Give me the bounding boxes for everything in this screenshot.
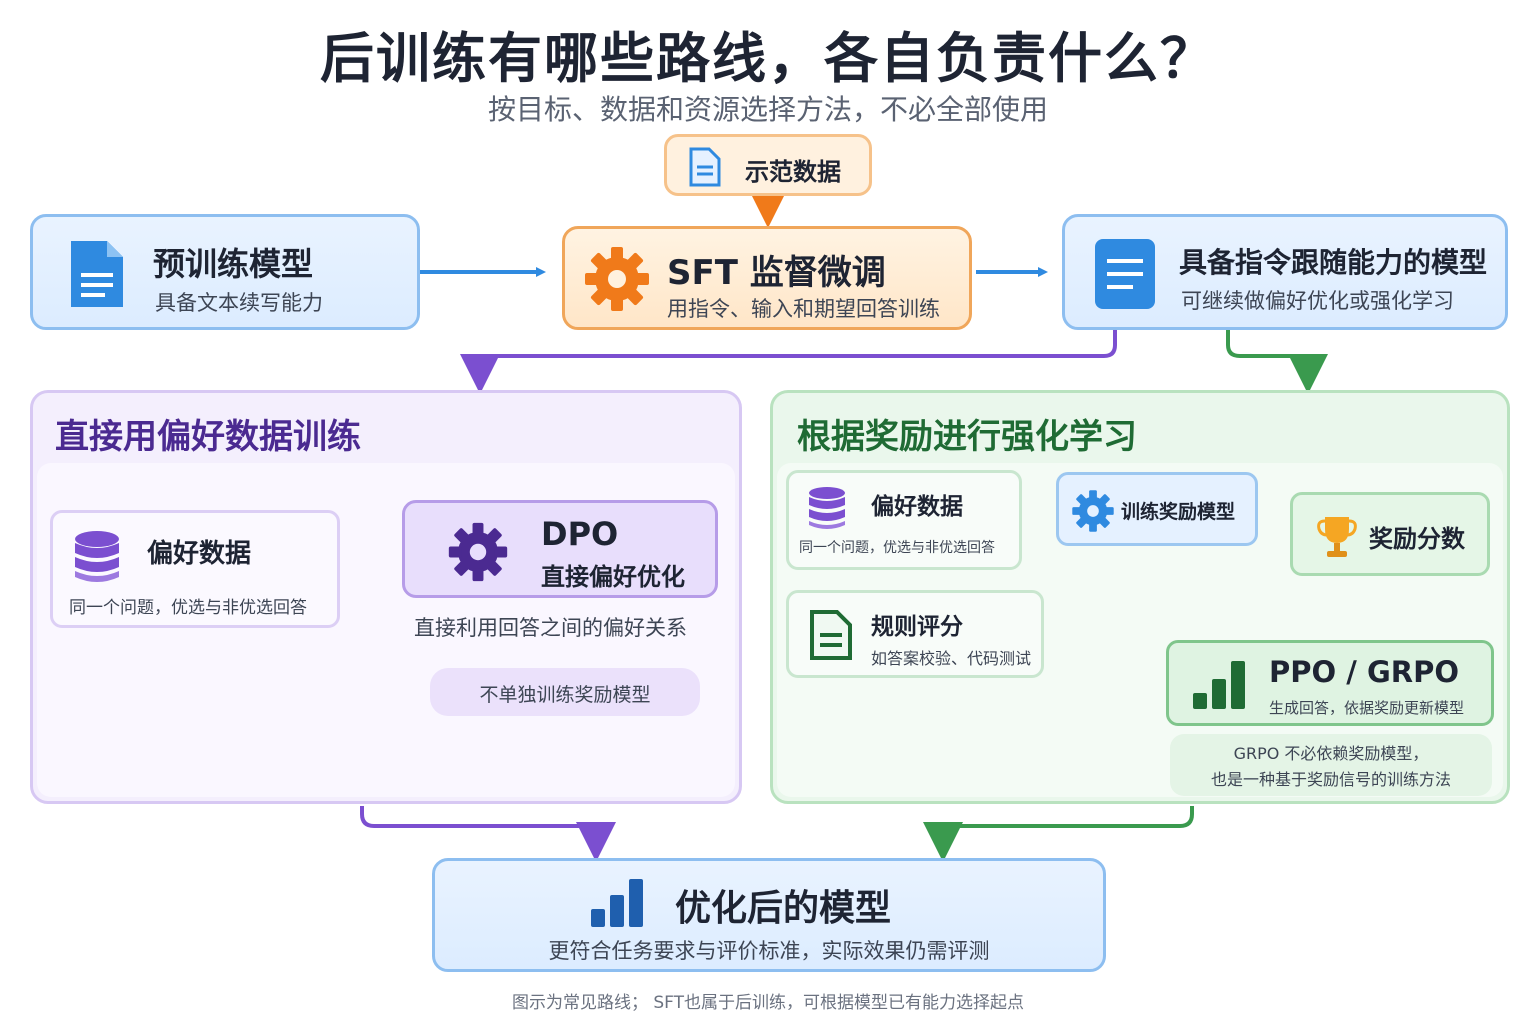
instruct-model-desc: 可继续做偏好优化或强化学习 xyxy=(1181,289,1454,313)
rule-score-desc: 如答案校验、代码测试 xyxy=(871,649,1032,668)
sft-box: SFT 监督微调 用指令、输入和期望回答训练 xyxy=(562,226,972,330)
demo-data-label: 示范数据 xyxy=(745,158,841,186)
database-icon xyxy=(75,531,119,582)
grpo-note: GRPO 不必依赖奖励模型， 也是一种基于奖励信号的训练方法 xyxy=(1170,734,1492,796)
instruct-model-box: 具备指令跟随能力的模型 可继续做偏好优化或强化学习 xyxy=(1062,214,1508,330)
page-subtitle: 按目标、数据和资源选择方法，不必全部使用 xyxy=(487,93,1048,126)
dpo-box: DPO 直接偏好优化 xyxy=(402,500,718,598)
dpo-pref-data-title: 偏好数据 xyxy=(147,539,252,569)
gear-icon xyxy=(585,247,649,311)
gear-icon xyxy=(1072,490,1114,532)
dpo-pill-text: 不单独训练奖励模型 xyxy=(479,684,651,706)
demo-data-box: 示范数据 xyxy=(664,134,872,196)
rl-pref-data-box: 偏好数据 同一个问题，优选与非优选回答 xyxy=(786,470,1022,570)
optimized-model-box: 优化后的模型 更符合任务要求与评价标准，实际效果仍需评测 xyxy=(432,858,1106,972)
instruct-model-title: 具备指令跟随能力的模型 xyxy=(1179,246,1488,279)
reward-model-title: 训练奖励模型 xyxy=(1121,501,1236,523)
grpo-note-line2: 也是一种基于奖励信号的训练方法 xyxy=(1210,770,1451,789)
document-icon xyxy=(71,241,123,307)
pretrained-model-title: 预训练模型 xyxy=(153,245,314,283)
optimized-model-desc: 更符合任务要求与评价标准，实际效果仍需评测 xyxy=(548,939,990,963)
ppo-title: PPO / GRPO xyxy=(1269,655,1459,689)
ppo-desc: 生成回答，依据奖励更新模型 xyxy=(1269,699,1465,717)
optimized-model-title: 优化后的模型 xyxy=(675,888,892,929)
gear-icon xyxy=(448,522,508,582)
bar-chart-icon xyxy=(591,879,643,927)
reward-score-title: 奖励分数 xyxy=(1369,525,1465,553)
rl-pref-data-title: 偏好数据 xyxy=(871,494,963,520)
database-icon xyxy=(809,487,845,529)
bar-chart-icon xyxy=(1193,661,1245,709)
arrow-rl-to-optimized xyxy=(923,806,1194,862)
document-icon xyxy=(1095,239,1155,309)
dpo-panel-title: 直接用偏好数据训练 xyxy=(55,417,361,457)
footnote: 图示为常见路线； SFT也属于后训练，可根据模型已有能力选择起点 xyxy=(511,993,1025,1013)
rl-pref-data-desc: 同一个问题，优选与非优选回答 xyxy=(799,540,995,556)
document-icon xyxy=(689,147,721,187)
reward-model-box: 训练奖励模型 xyxy=(1056,472,1258,546)
dpo-caption: 直接利用回答之间的偏好关系 xyxy=(414,616,687,640)
pretrained-model-box: 预训练模型 具备文本续写能力 xyxy=(30,214,420,330)
arrow-dpo-to-optimized xyxy=(360,806,616,862)
trophy-icon xyxy=(1317,517,1357,557)
rl-panel-title: 根据奖励进行强化学习 xyxy=(797,417,1137,457)
dpo-pill: 不单独训练奖励模型 xyxy=(430,668,700,716)
arrow-instruct-to-dpo xyxy=(460,330,1117,394)
dpo-pref-data-box: 偏好数据 同一个问题，优选与非优选回答 xyxy=(50,510,340,628)
dpo-pref-data-desc: 同一个问题，优选与非优选回答 xyxy=(69,598,307,618)
ppo-box: PPO / GRPO 生成回答，依据奖励更新模型 xyxy=(1166,640,1494,726)
arrow-instruct-to-rl xyxy=(1226,330,1328,394)
pretrained-model-desc: 具备文本续写能力 xyxy=(155,291,323,315)
grpo-note-line1: GRPO 不必依赖奖励模型， xyxy=(1233,744,1429,763)
page-title: 后训练有哪些路线，各自负责什么？ xyxy=(320,27,1216,90)
rule-score-box: 规则评分 如答案校验、代码测试 xyxy=(786,590,1044,678)
rule-score-title: 规则评分 xyxy=(871,614,963,640)
dpo-title: DPO xyxy=(541,515,619,553)
sft-title: SFT 监督微调 xyxy=(667,253,886,293)
dpo-subtitle: 直接偏好优化 xyxy=(541,563,685,591)
sft-desc: 用指令、输入和期望回答训练 xyxy=(667,297,940,321)
reward-score-box: 奖励分数 xyxy=(1290,492,1490,576)
document-icon xyxy=(810,610,852,660)
